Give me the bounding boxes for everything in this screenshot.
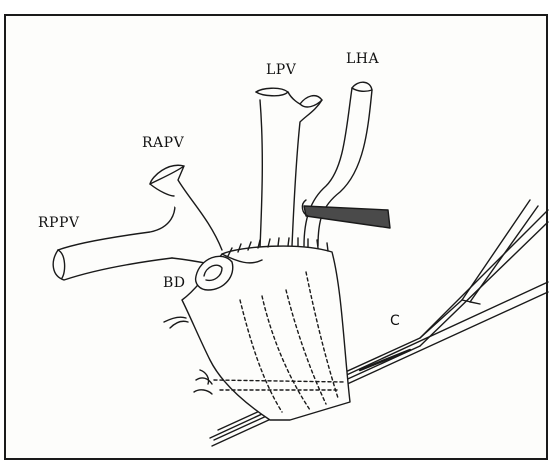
- lpv-vessel: [256, 88, 322, 248]
- rppv-vessel: [53, 196, 175, 280]
- vessel-loop: [302, 200, 390, 228]
- label-bd: BD: [163, 276, 186, 290]
- label-lpv: LPV: [266, 63, 296, 77]
- label-rapv: RAPV: [142, 136, 184, 150]
- label-c: C: [390, 314, 400, 328]
- label-rppv: RPPV: [38, 216, 80, 230]
- label-lha: LHA: [346, 52, 379, 66]
